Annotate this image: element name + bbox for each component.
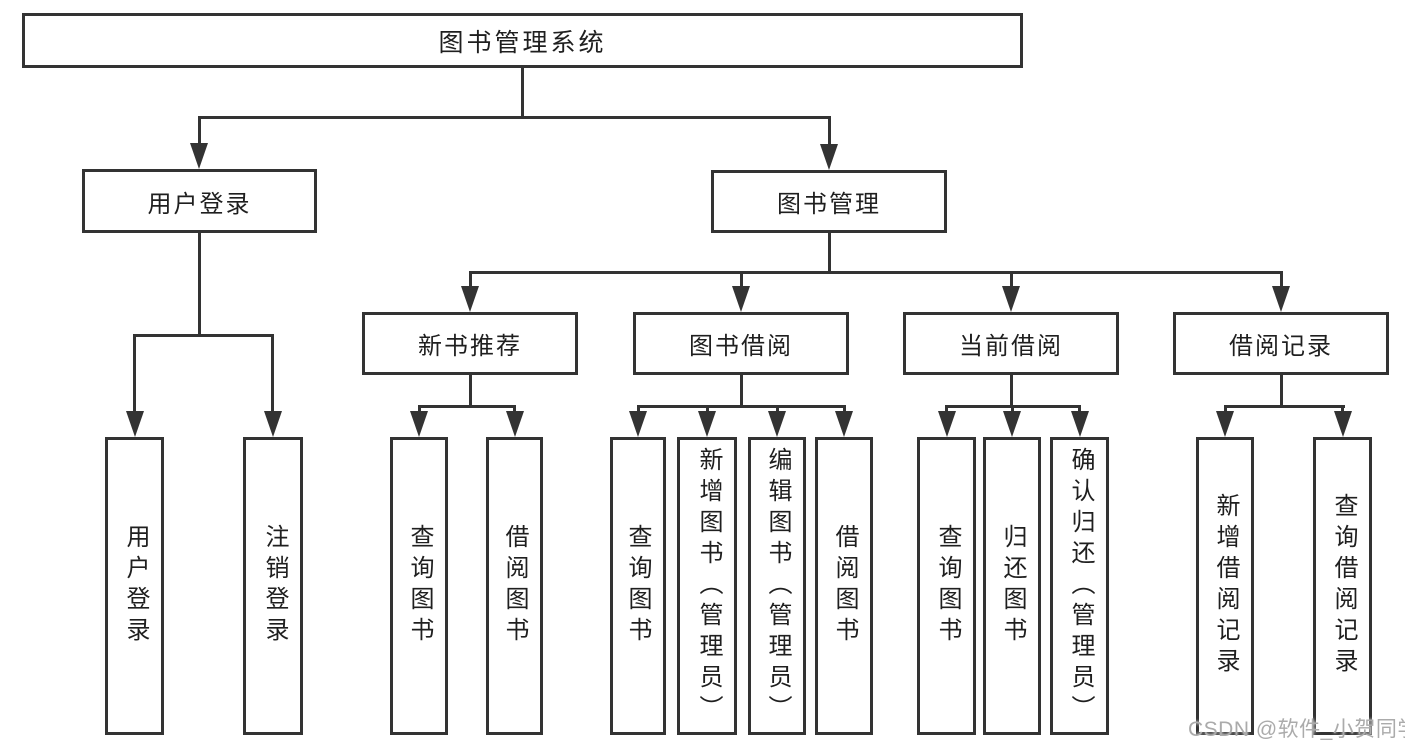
edge-root-stem-right xyxy=(827,115,831,147)
leaf-logout: 注销登录 xyxy=(243,437,303,735)
edge-userlogin-stem-2 xyxy=(271,333,274,414)
edge-userlogin-stem-1 xyxy=(133,333,136,414)
node-library-management-system: 图书管理系统 xyxy=(22,13,1023,68)
arrowhead xyxy=(937,411,956,437)
arrowhead xyxy=(461,286,479,312)
arrowhead xyxy=(1333,411,1352,437)
edge-root-stem-left xyxy=(197,115,201,146)
node-current-borrowing: 当前借阅 xyxy=(903,312,1119,375)
leaf-user-login: 用户登录 xyxy=(105,437,164,735)
leaf-edit-book-admin: 编辑图书（管理员） xyxy=(748,437,806,735)
edge-newbook-hline xyxy=(417,404,516,408)
leaf-confirm-return-admin: 确认归还（管理员） xyxy=(1050,437,1109,735)
arrowhead xyxy=(698,411,716,437)
leaf-query-books-borrowing: 查询图书 xyxy=(610,437,666,735)
arrowhead xyxy=(410,411,428,437)
leaf-add-book-admin: 新增图书（管理员） xyxy=(677,437,737,735)
arrowhead xyxy=(505,411,524,437)
arrowhead xyxy=(732,286,750,312)
edge-newbook-stem-1 xyxy=(417,404,421,414)
node-book-management: 图书管理 xyxy=(711,170,947,233)
edge-bookmgmt-vline xyxy=(827,233,831,273)
edge-bookmgmt-stem-1 xyxy=(468,270,472,289)
edge-current-vline xyxy=(1009,375,1013,406)
edge-records-stem-2 xyxy=(1341,404,1344,414)
leaf-query-books-recommend: 查询图书 xyxy=(390,437,448,735)
arrowhead xyxy=(263,411,282,437)
edge-bookmgmt-hline xyxy=(468,270,1283,274)
edge-borrowing-hline xyxy=(636,404,845,408)
arrowhead xyxy=(820,144,838,170)
edge-records-stem-1 xyxy=(1223,404,1227,414)
arrowhead xyxy=(125,411,144,437)
edge-current-stem-1 xyxy=(945,404,948,414)
node-user-login: 用户登录 xyxy=(82,169,317,233)
edge-bookmgmt-stem-3 xyxy=(1009,270,1013,289)
leaf-borrow-books-recommend: 借阅图书 xyxy=(486,437,543,735)
edge-newbook-vline xyxy=(468,375,472,406)
edge-current-stem-3 xyxy=(1078,404,1081,414)
arrowhead xyxy=(1003,411,1021,437)
edge-root-hline xyxy=(197,115,831,119)
arrowhead xyxy=(629,411,647,437)
edge-borrowing-stem-1 xyxy=(636,404,640,414)
node-borrow-records: 借阅记录 xyxy=(1173,312,1389,375)
leaf-borrow-books-borrowing: 借阅图书 xyxy=(815,437,873,735)
leaf-query-books-current: 查询图书 xyxy=(917,437,976,735)
edge-records-hline xyxy=(1223,404,1345,408)
node-book-borrowing: 图书借阅 xyxy=(633,312,849,375)
edge-bookmgmt-stem-2 xyxy=(739,270,743,289)
edge-newbook-stem-2 xyxy=(513,404,516,414)
leaf-add-borrow-record: 新增借阅记录 xyxy=(1196,437,1254,735)
node-new-book-recommend: 新书推荐 xyxy=(362,312,578,375)
edge-records-vline xyxy=(1279,375,1283,406)
arrowhead xyxy=(1070,411,1089,437)
edge-borrowing-vline xyxy=(739,375,743,406)
leaf-return-book: 归还图书 xyxy=(983,437,1041,735)
arrowhead xyxy=(1216,411,1234,437)
edge-borrowing-stem-4 xyxy=(842,404,846,414)
edge-borrowing-stem-3 xyxy=(775,404,779,414)
watermark: CSDN @软件_小贺同学 xyxy=(1188,718,1405,741)
edge-bookmgmt-stem-4 xyxy=(1279,270,1283,289)
edge-current-stem-2 xyxy=(1010,404,1014,414)
arrowhead xyxy=(1272,286,1290,312)
arrowhead xyxy=(190,143,208,169)
arrowhead xyxy=(1002,286,1020,312)
leaf-query-borrow-record: 查询借阅记录 xyxy=(1313,437,1372,735)
edge-borrowing-stem-2 xyxy=(705,404,709,414)
edge-userlogin-vline xyxy=(197,233,201,336)
arrowhead xyxy=(768,411,786,437)
edge-userlogin-hline xyxy=(133,333,274,337)
arrowhead xyxy=(835,411,853,437)
edge-root-vline xyxy=(520,68,524,118)
